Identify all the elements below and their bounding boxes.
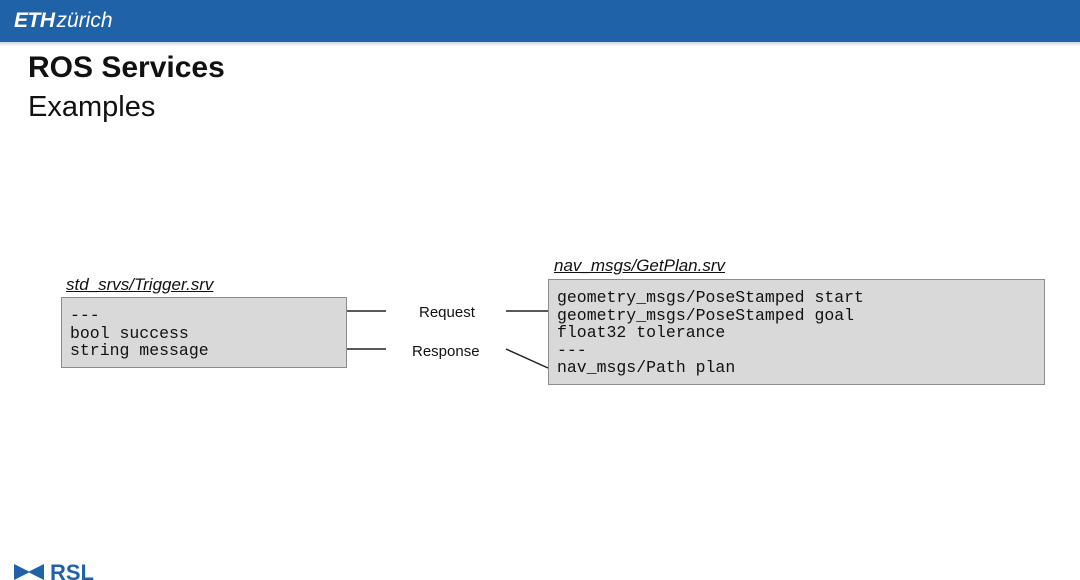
header-shadow <box>0 42 1080 46</box>
getplan-line: nav_msgs/Path plan <box>557 358 736 377</box>
slide-title: ROS Services <box>28 51 225 84</box>
eth-zurich-logo: ETHzürich <box>14 8 113 34</box>
trigger-line: bool success <box>70 323 189 343</box>
rsl-logo-text: RSL <box>50 562 94 580</box>
getplan-srv-label: nav_msgs/GetPlan.srv <box>554 256 726 275</box>
getplan-srv-box: geometry_msgs/PoseStamped start geometry… <box>548 279 1045 385</box>
trigger-line: --- <box>70 306 100 325</box>
getplan-line: float32 tolerance <box>557 323 726 342</box>
getplan-line: --- <box>557 340 587 360</box>
trigger-srv-box: --- bool success string message <box>61 297 347 368</box>
logo-zurich-text: zürich <box>56 9 113 32</box>
rsl-logo-mark-left <box>14 564 30 580</box>
response-line-right <box>505 348 549 369</box>
request-label: Request <box>419 304 475 321</box>
trigger-line: string message <box>70 341 209 360</box>
getplan-line: geometry_msgs/PoseStamped start <box>557 288 864 307</box>
slide-subtitle: Examples <box>28 91 156 123</box>
rsl-logo: RSL <box>14 562 94 580</box>
eth-header-bar: ETHzürich <box>0 0 1080 42</box>
response-label: Response <box>412 343 480 360</box>
rsl-logo-mark-right <box>28 564 44 580</box>
trigger-srv-label: std_srvs/Trigger.srv <box>66 275 214 294</box>
logo-eth-text: ETH <box>14 9 55 32</box>
getplan-line: geometry_msgs/PoseStamped goal <box>557 305 855 325</box>
